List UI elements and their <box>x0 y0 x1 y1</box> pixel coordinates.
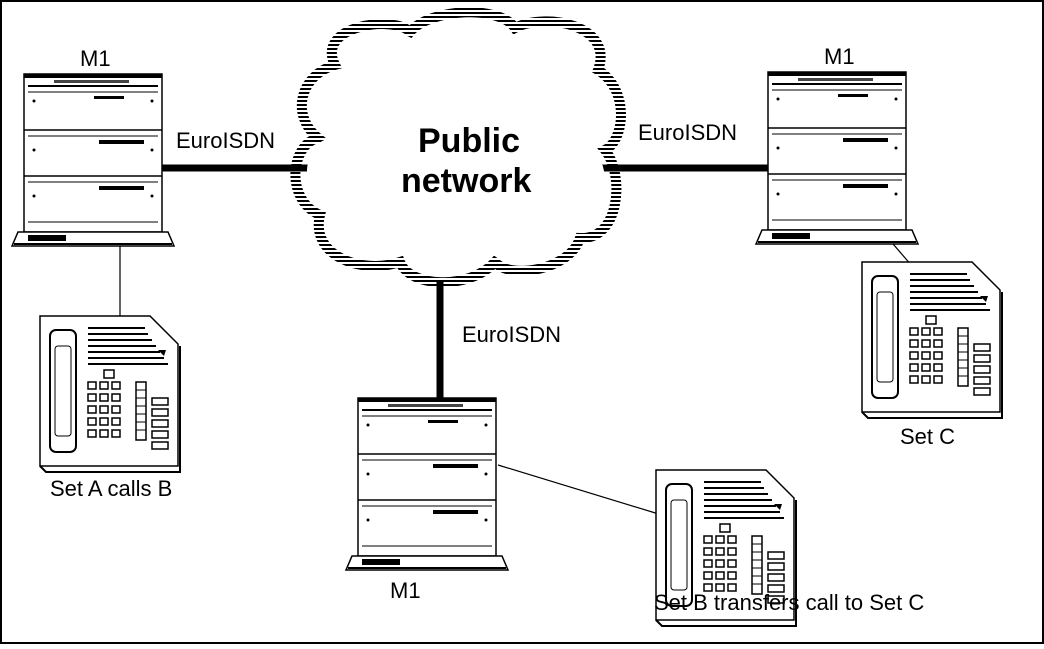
switch-left-label: M1 <box>80 46 111 71</box>
switch-bottom <box>345 397 509 571</box>
cloud-label-line2: network <box>401 162 531 200</box>
phone-set-c-label: Set C <box>900 424 955 449</box>
public-network-cloud: Public network <box>290 7 626 288</box>
link-left-label: EuroISDN <box>176 128 275 153</box>
set-b-extension-line <box>497 464 663 516</box>
link-bottom-label: EuroISDN <box>462 322 561 347</box>
switch-left <box>11 73 175 247</box>
phone-set-c <box>861 261 1003 419</box>
phone-set-a <box>39 315 181 473</box>
link-right-label: EuroISDN <box>638 120 737 145</box>
switch-right-label: M1 <box>824 44 855 69</box>
cloud-label-line1: Public <box>418 122 520 160</box>
phone-set-a-label: Set A calls B <box>50 476 172 501</box>
phone-set-b-label: Set B transfers call to Set C <box>654 590 924 615</box>
switch-right <box>755 71 919 245</box>
switch-bottom-label: M1 <box>390 578 421 603</box>
